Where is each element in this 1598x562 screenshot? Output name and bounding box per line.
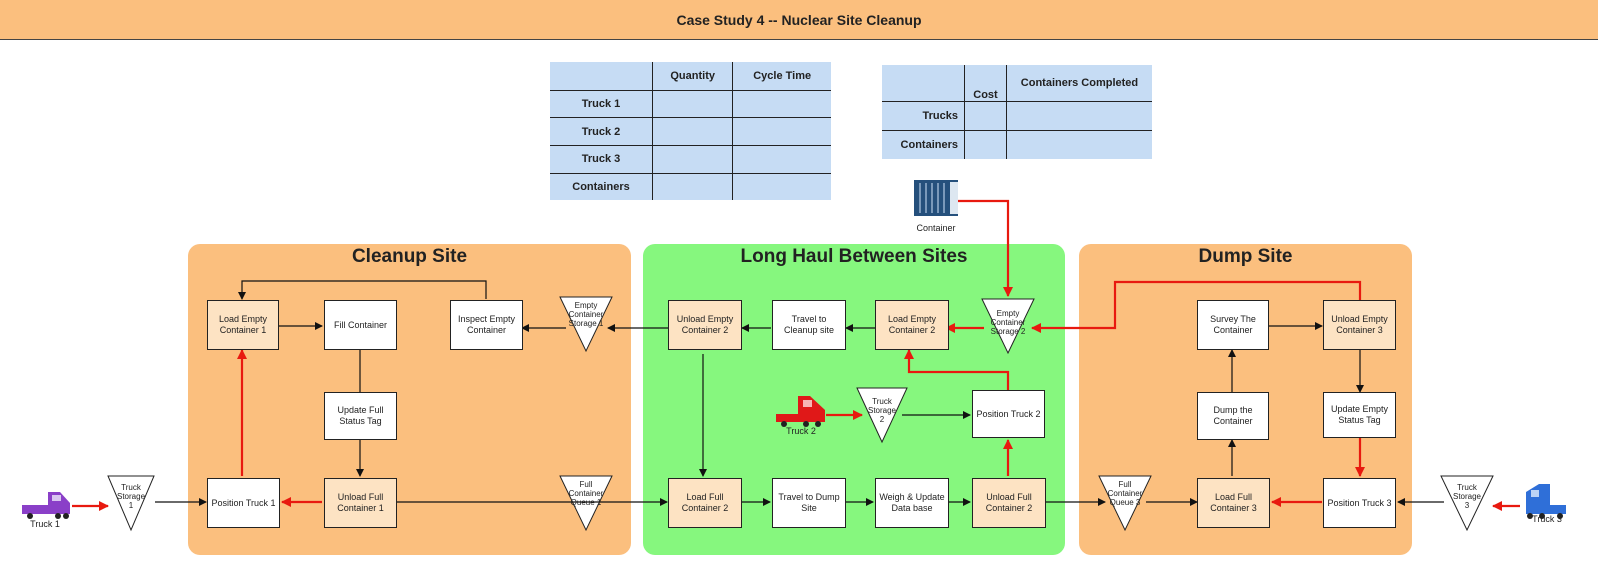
node-update-empty-status-tag: Update Empty Status Tag xyxy=(1323,392,1396,438)
label-container: Container xyxy=(916,223,956,233)
label-truck-storage-2: Truck Storage 2 xyxy=(867,397,897,424)
node-dump-the-container: Dump the Container xyxy=(1197,392,1269,440)
table-row-label: Truck 1 xyxy=(550,90,653,119)
queue-triangle-truck-storage-3 xyxy=(1440,475,1494,532)
cost-table: Cost Containers Completed Trucks Contain… xyxy=(882,65,1152,159)
node-position-truck-3: Position Truck 3 xyxy=(1323,478,1396,528)
node-load-full-container-2: Load Full Container 2 xyxy=(668,478,742,528)
table-row-label: Truck 2 xyxy=(550,117,653,147)
label-empty-container-storage-1: Empty Container Storage 1 xyxy=(568,301,604,328)
node-position-truck-1: Position Truck 1 xyxy=(207,478,280,528)
table-header-cycle-time: Cycle Time xyxy=(732,62,831,91)
queue-triangle-full-queue-1 xyxy=(559,475,613,532)
container-icon xyxy=(914,180,958,216)
node-travel-to-dump-site: Travel to Dump Site xyxy=(772,478,846,528)
table-header-blank xyxy=(550,62,653,91)
node-unload-empty-container-3: Unload Empty Container 3 xyxy=(1323,300,1396,350)
label-truck-storage-3: Truck Storage 3 xyxy=(1452,483,1482,510)
queue-triangle-full-queue-3 xyxy=(1098,475,1152,532)
table-cell xyxy=(1006,101,1152,132)
node-fill-container: Fill Container xyxy=(324,300,397,350)
node-inspect-empty-container: Inspect Empty Container xyxy=(450,300,523,350)
label-full-container-queue-3: Full Container Queue 3 xyxy=(1107,480,1143,507)
label-truck-storage-1: Truck Storage 1 xyxy=(117,483,146,510)
table-cell xyxy=(732,117,831,147)
node-weigh-update-database: Weigh & Update Data base xyxy=(875,478,949,528)
table-cell xyxy=(964,130,1007,159)
table-row: Containers xyxy=(882,130,1152,159)
region-title-long-haul: Long Haul Between Sites xyxy=(740,246,968,267)
table-cell xyxy=(732,90,831,119)
node-update-full-status-tag: Update Full Status Tag xyxy=(324,392,397,440)
node-unload-empty-container-2: Unload Empty Container 2 xyxy=(668,300,742,350)
node-position-truck-2: Position Truck 2 xyxy=(972,390,1045,438)
table-cell xyxy=(732,145,831,174)
queue-triangle-truck-storage-1 xyxy=(107,475,155,532)
queue-triangle-empty-storage-1 xyxy=(559,296,613,353)
queue-triangle-truck-storage-2 xyxy=(856,387,908,444)
label-truck-3: Truck 3 xyxy=(1532,514,1562,524)
table-cell xyxy=(652,90,734,119)
table-cell xyxy=(652,117,734,147)
node-load-empty-container-1: Load Empty Container 1 xyxy=(207,300,279,350)
table-row-label: Containers xyxy=(550,173,653,200)
node-travel-to-cleanup-site: Travel to Cleanup site xyxy=(772,300,846,350)
table-row: Truck 2 xyxy=(550,117,831,147)
table-row: Truck 1 xyxy=(550,90,831,119)
table-header-containers-completed: Containers Completed xyxy=(1006,65,1152,102)
table-cell xyxy=(964,101,1007,132)
label-empty-container-storage-2: Empty Container Storage 2 xyxy=(990,309,1026,336)
label-truck-1: Truck 1 xyxy=(30,519,60,529)
table-row-label: Containers xyxy=(882,130,965,159)
region-title-dump: Dump Site xyxy=(1198,246,1293,267)
label-full-container-queue-1: Full Container Queue 1 xyxy=(568,480,604,507)
truck-2-icon xyxy=(776,396,825,427)
node-unload-full-container-1: Unload Full Container 1 xyxy=(324,478,397,528)
table-header-cost: Cost xyxy=(964,65,1007,102)
truck-1-icon xyxy=(22,492,70,519)
node-load-empty-container-2: Load Empty Container 2 xyxy=(875,300,949,350)
table-row-label: Trucks xyxy=(882,101,965,132)
table-row: Truck 3 xyxy=(550,145,831,174)
node-unload-full-container-2: Unload Full Container 2 xyxy=(972,478,1046,528)
label-truck-2: Truck 2 xyxy=(786,426,816,436)
truck-quantity-table: Quantity Cycle Time Truck 1 Truck 2 Truc… xyxy=(550,62,831,200)
table-header-blank xyxy=(882,65,965,102)
truck-3-icon xyxy=(1526,484,1566,519)
table-row: Containers xyxy=(550,173,831,200)
region-title-cleanup: Cleanup Site xyxy=(351,246,468,267)
table-row-label: Truck 3 xyxy=(550,145,653,174)
node-survey-the-container: Survey The Container xyxy=(1197,300,1269,350)
node-load-full-container-3: Load Full Container 3 xyxy=(1197,478,1270,528)
page-title: Case Study 4 -- Nuclear Site Cleanup xyxy=(0,0,1598,40)
table-cell xyxy=(652,173,734,200)
table-cell xyxy=(652,145,734,174)
table-header-quantity: Quantity xyxy=(652,62,734,91)
queue-triangle-empty-storage-2 xyxy=(981,298,1035,355)
table-row: Trucks xyxy=(882,101,1152,132)
